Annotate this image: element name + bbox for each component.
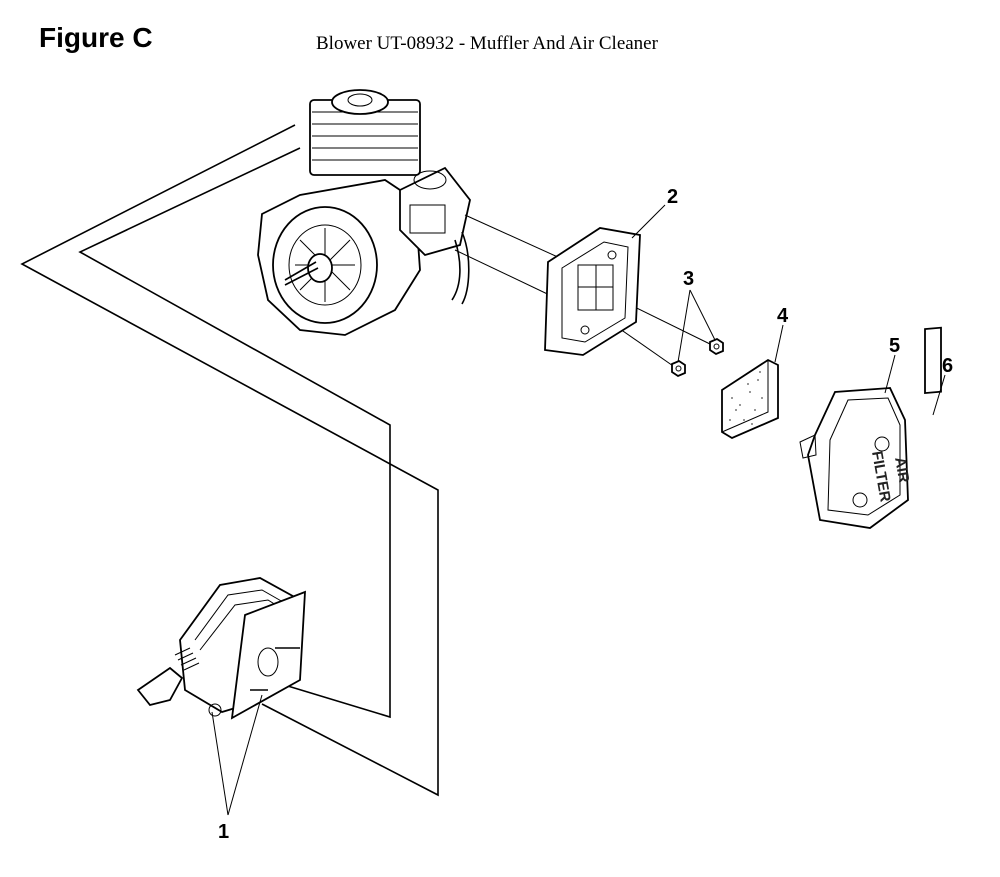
air-filter-base — [544, 227, 641, 356]
callout-1: 1 — [218, 821, 229, 843]
callout-5: 5 — [889, 335, 900, 357]
label-sheet — [924, 326, 942, 395]
boundary-line — [20, 124, 439, 797]
callout-3: 3 — [683, 268, 694, 290]
cover-stamp-line1: AIR — [891, 456, 912, 485]
muffler-assembly — [136, 577, 306, 720]
engine-assembly — [257, 89, 471, 336]
callout-2: 2 — [667, 186, 678, 208]
figure-label: Figure C — [39, 22, 153, 53]
figure-title: Blower UT-08932 - Muffler And Air Cleane… — [316, 33, 658, 54]
leader-lines — [211, 204, 946, 816]
callout-4: 4 — [777, 305, 789, 327]
callout-6: 6 — [942, 355, 953, 377]
air-filter-cover: AIR FILTER — [799, 387, 912, 529]
nuts — [671, 337, 724, 378]
filter-element — [721, 358, 779, 440]
